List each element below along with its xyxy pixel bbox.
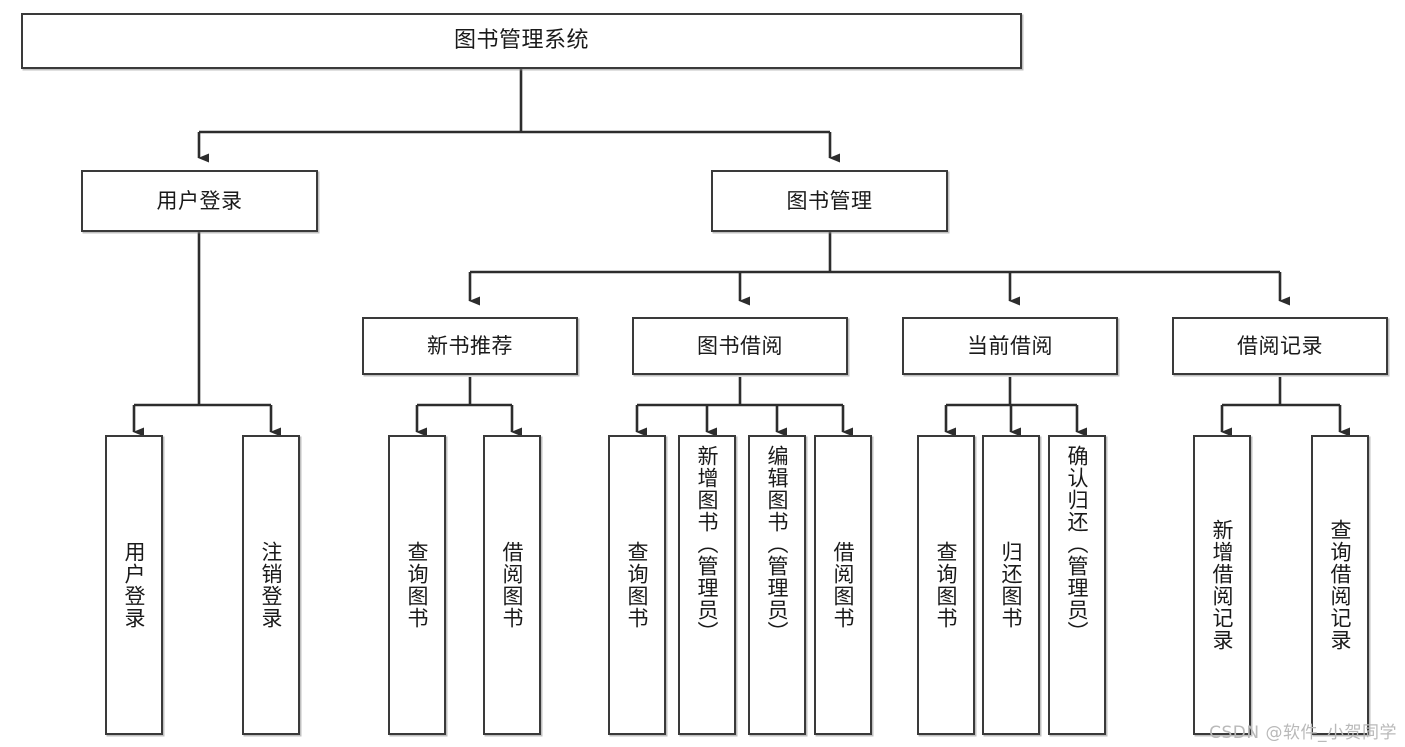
node-label: 当前借阅 [967, 333, 1053, 358]
node-leaf-user-login[interactable]: 用户登录 [105, 435, 163, 735]
node-user-login[interactable]: 用户登录 [81, 170, 318, 232]
node-leaf-add-borrow-record[interactable]: 新增借阅记录 [1193, 435, 1251, 735]
node-label: 查询图书 [934, 541, 959, 629]
node-label: 用户登录 [122, 541, 147, 629]
node-label: 图书管理系统 [453, 28, 589, 54]
node-leaf-logout-login[interactable]: 注销登录 [242, 435, 300, 735]
node-book-borrow[interactable]: 图书借阅 [632, 317, 848, 375]
node-leaf-query-book-recommend[interactable]: 查询图书 [388, 435, 446, 735]
node-label: 编辑图书（管理员） [765, 445, 790, 643]
node-label: 查询借阅记录 [1328, 519, 1353, 651]
node-leaf-borrow-book[interactable]: 借阅图书 [814, 435, 872, 735]
node-label: 借阅记录 [1237, 333, 1323, 358]
node-leaf-query-book-borrow[interactable]: 查询图书 [608, 435, 666, 735]
node-label: 图书借阅 [697, 333, 783, 358]
node-leaf-confirm-return-admin[interactable]: 确认归还（管理员） [1048, 435, 1106, 735]
node-label: 借阅图书 [831, 541, 856, 629]
node-leaf-query-borrow-record[interactable]: 查询借阅记录 [1311, 435, 1369, 735]
node-root-book-management-system[interactable]: 图书管理系统 [21, 13, 1022, 69]
node-leaf-add-book-admin[interactable]: 新增图书（管理员） [678, 435, 736, 735]
csdn-watermark: CSDN @软件_小贺同学 [1209, 723, 1397, 743]
node-leaf-return-book[interactable]: 归还图书 [982, 435, 1040, 735]
node-label: 查询图书 [625, 541, 650, 629]
node-label: 新增借阅记录 [1210, 519, 1235, 651]
node-label: 注销登录 [259, 541, 284, 629]
node-current-borrow[interactable]: 当前借阅 [902, 317, 1118, 375]
node-leaf-borrow-book-recommend[interactable]: 借阅图书 [483, 435, 541, 735]
node-label: 用户登录 [156, 188, 243, 213]
node-label: 查询图书 [405, 541, 430, 629]
node-label: 确认归还（管理员） [1065, 445, 1090, 643]
node-label: 归还图书 [999, 541, 1024, 629]
node-label: 新增图书（管理员） [695, 445, 720, 643]
node-leaf-query-book-current[interactable]: 查询图书 [917, 435, 975, 735]
node-book-management[interactable]: 图书管理 [711, 170, 948, 232]
node-label: 新书推荐 [427, 333, 513, 358]
node-label: 图书管理 [786, 188, 873, 213]
node-borrow-record[interactable]: 借阅记录 [1172, 317, 1388, 375]
node-new-book-recommend[interactable]: 新书推荐 [362, 317, 578, 375]
node-leaf-edit-book-admin[interactable]: 编辑图书（管理员） [748, 435, 806, 735]
node-label: 借阅图书 [500, 541, 525, 629]
